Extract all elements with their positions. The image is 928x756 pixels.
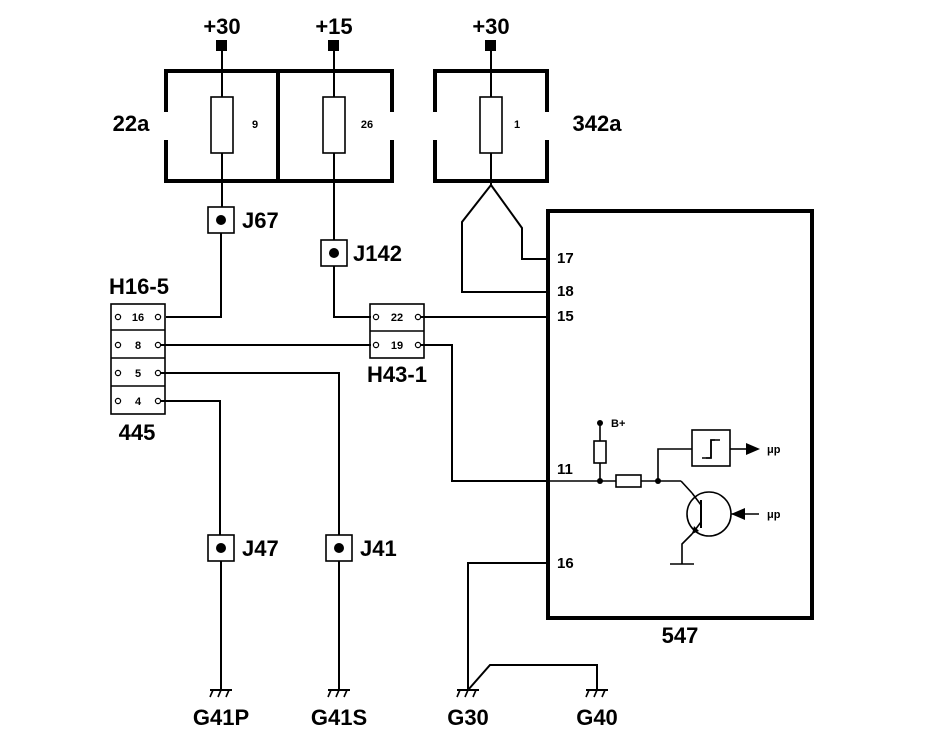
module-pin-11: 11 [557,461,573,478]
module-547 [546,209,814,620]
wire-pin-16-g30 [467,562,548,690]
wire-to-pin-17 [490,184,548,260]
module-pin-16: 16 [557,555,574,572]
wire-j142-h43-22 [333,266,371,318]
module-pin-15: 15 [557,308,574,325]
fuse-9 [210,96,234,154]
ground-label-g30: G30 [447,705,489,730]
h16-pin-16: 16 [132,312,144,324]
supply-terminal-15 [328,40,339,51]
fuse-26 [322,96,346,154]
h16-pin-4: 4 [135,396,142,408]
module-pin-18: 18 [557,283,574,300]
bplus-label: B+ [611,418,625,430]
h43-pin-22: 22 [391,312,403,324]
wire-to-pin-18 [461,184,548,293]
fusebox-label-22a: 22a [113,111,150,136]
wire-j67-h16-16 [166,233,222,318]
fuse-number-26: 26 [361,119,373,131]
mu-input-label: μp [767,509,781,521]
ground-label-g40: G40 [576,705,618,730]
plug-label-h43-1: H43-1 [367,362,427,387]
supply-label-30-right: +30 [472,14,509,39]
component-label-445: 445 [119,420,156,445]
fuse-1 [479,96,503,154]
mu-output-label: μp [767,444,781,456]
h16-pin-8: 8 [135,340,141,352]
fusebox-22a [164,69,394,183]
h16-pin-5: 5 [135,368,141,380]
supply-label-15: +15 [315,14,352,39]
wire-h16-4-j47 [161,400,221,535]
fusebox-label-342a: 342a [573,111,623,136]
fuse-number-9: 9 [252,119,258,131]
ground-label-g41p: G41P [193,705,249,730]
supply-terminal-30-right [485,40,496,51]
module-pin-17: 17 [557,250,574,267]
ground-g40 [585,689,608,698]
wire-g30-g40 [467,664,598,691]
h43-pin-19: 19 [391,340,403,352]
ground-g41s [327,689,350,698]
ground-g41p [209,689,232,698]
module-internal-circuit [548,420,760,565]
connector-label-j142: J142 [353,241,402,266]
plug-h43-1 [369,303,425,359]
ground-g30 [456,689,479,698]
plug-h16-5 [110,303,166,415]
plug-label-h16-5: H16-5 [109,274,169,299]
connector-label-j67: J67 [242,208,279,233]
connector-label-j41: J41 [360,536,397,561]
wire-h43-19-pin-11 [421,344,548,482]
connector-label-j47: J47 [242,536,279,561]
wire-h16-5-j41 [161,372,340,535]
supply-label-30-left: +30 [203,14,240,39]
ground-label-g41s: G41S [311,705,367,730]
module-label-547: 547 [662,623,699,648]
fuse-number-1: 1 [514,119,520,131]
supply-terminal-30-left [216,40,227,51]
